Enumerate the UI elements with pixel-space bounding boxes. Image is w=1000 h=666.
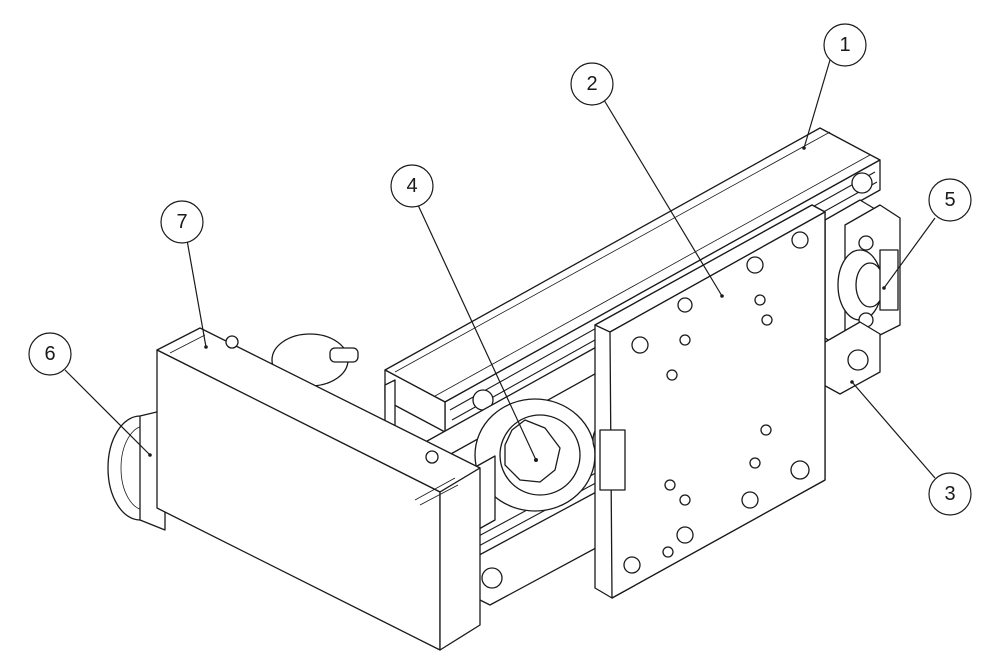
callout-6: 6 — [28, 332, 72, 376]
callout-5-label: 5 — [944, 189, 955, 211]
callout-3-label: 3 — [944, 483, 955, 505]
callout-7: 7 — [160, 200, 204, 244]
lower-rail — [469, 321, 881, 606]
callout-5: 5 — [928, 178, 972, 222]
callout-7-label: 7 — [176, 211, 187, 233]
gearbox-housing — [148, 327, 481, 651]
callout-6-label: 6 — [44, 343, 55, 365]
callout-3: 3 — [928, 472, 972, 516]
carriage-plate — [594, 204, 826, 599]
callout-4: 4 — [390, 164, 434, 208]
callout-2: 2 — [570, 62, 614, 106]
callout-4-label: 4 — [406, 175, 417, 197]
bearing-block — [824, 199, 901, 351]
callout-1: 1 — [823, 23, 867, 67]
callout-1-label: 1 — [839, 34, 850, 56]
leader-lines — [64, 59, 936, 479]
callout-2-label: 2 — [586, 73, 597, 95]
